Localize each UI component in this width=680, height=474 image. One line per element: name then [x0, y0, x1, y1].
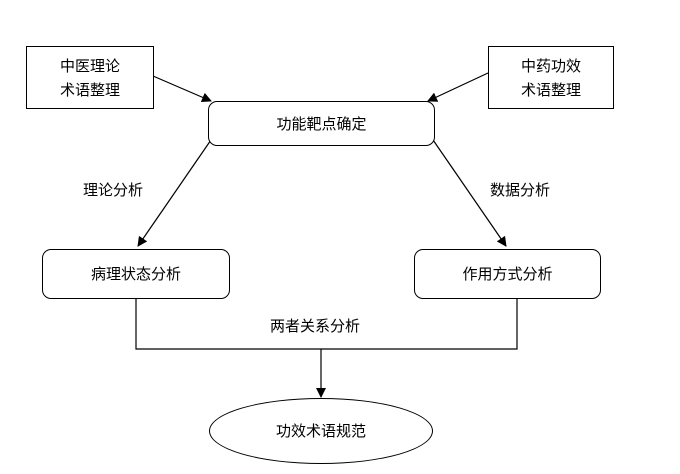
node-efficacy-term-standard: 功效术语规范 [209, 398, 433, 464]
label-relation-analysis: 两者关系分析 [270, 317, 361, 335]
node-action-analysis: 作用方式分析 [414, 249, 601, 299]
node-herb-efficacy-terms: 中药功效 术语整理 [488, 46, 614, 109]
merge-line [135, 298, 518, 350]
node-herb-efficacy-line2: 术语整理 [520, 80, 581, 99]
arrow-target-to-pathology [137, 136, 214, 247]
label-data-analysis: 数据分析 [490, 181, 551, 199]
node-tcm-theory-line2: 术语整理 [59, 80, 120, 99]
node-tcm-theory-line1: 中医理论 [59, 56, 120, 75]
label-theory-analysis: 理论分析 [83, 181, 144, 199]
arrow-herb-to-target [427, 72, 489, 102]
node-function-target: 功能靶点确定 [208, 101, 435, 146]
node-pathology-analysis: 病理状态分析 [42, 249, 230, 299]
arrow-target-to-action [430, 136, 507, 247]
node-tcm-theory-terms: 中医理论 术语整理 [26, 46, 154, 109]
node-herb-efficacy-line1: 中药功效 [520, 56, 581, 75]
arrow-tcm-to-target [152, 75, 212, 103]
